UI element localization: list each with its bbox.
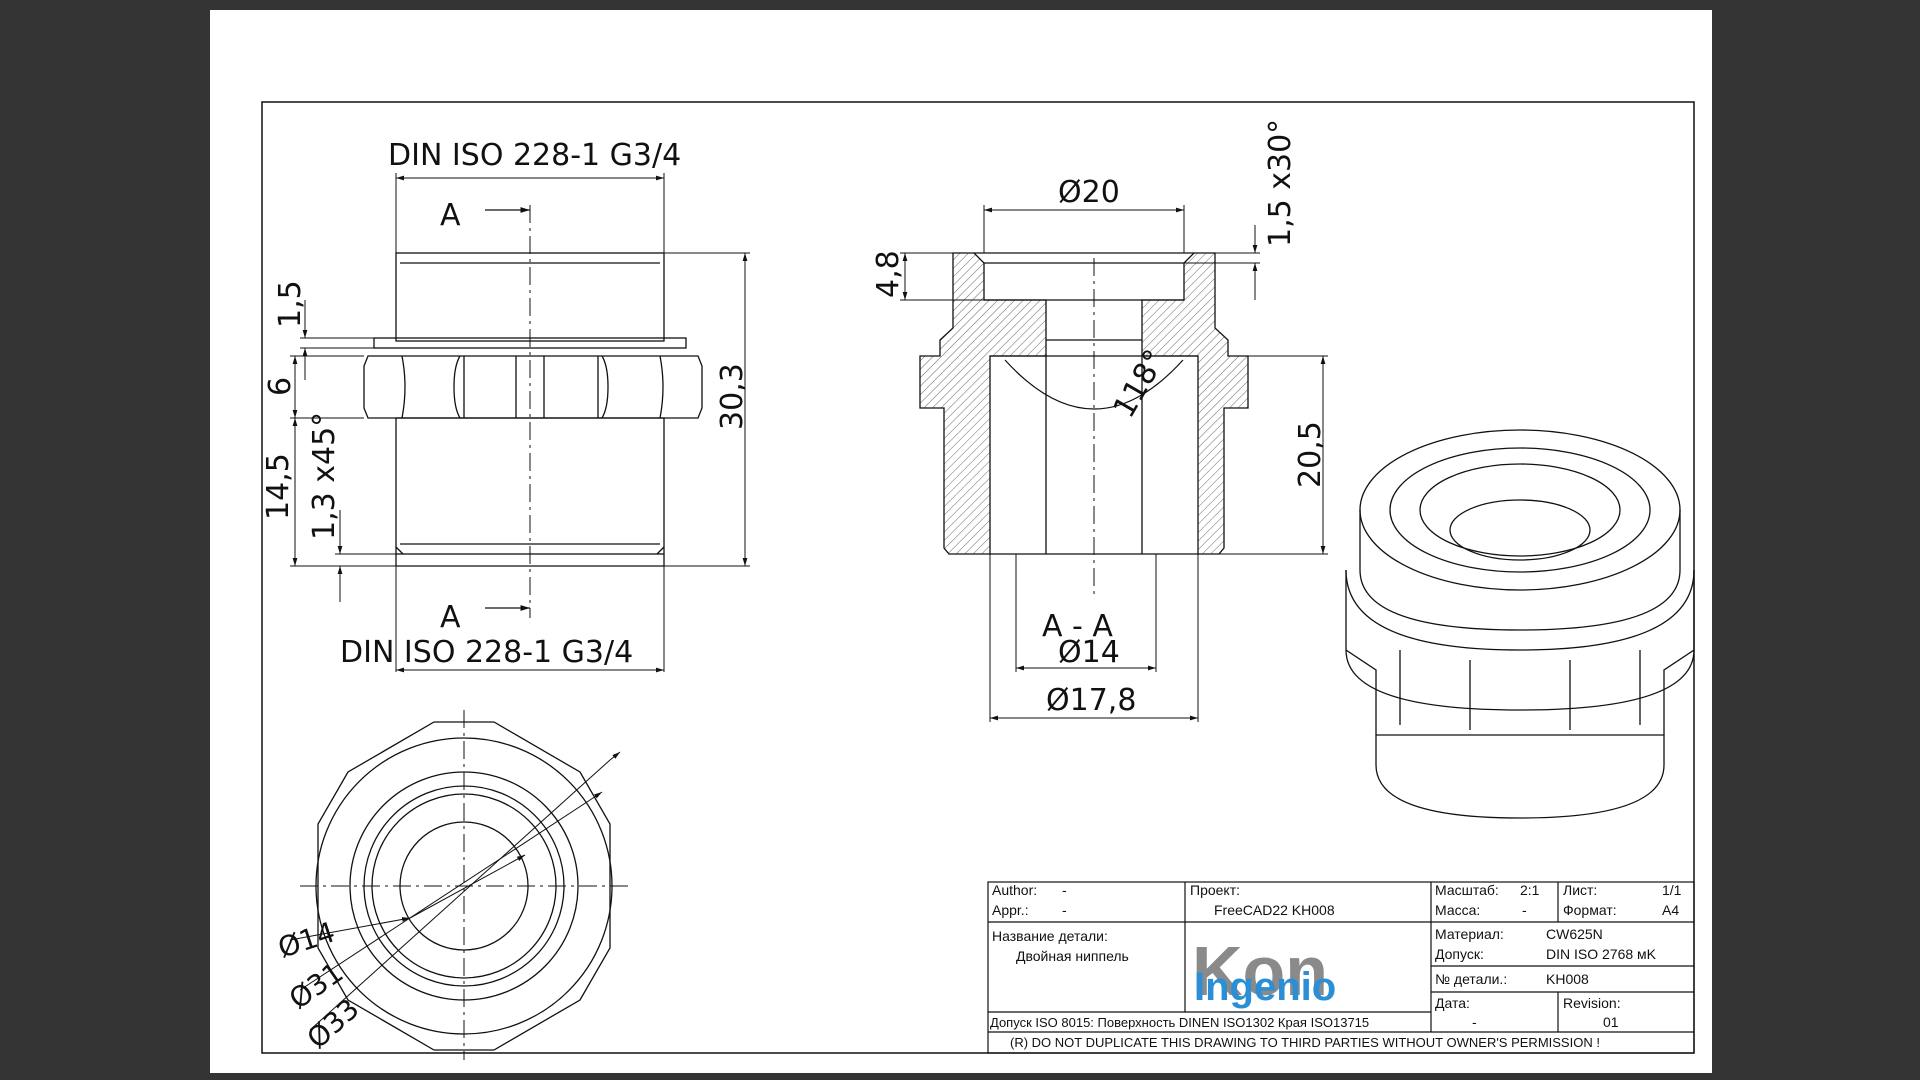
mass-label: Масса: xyxy=(1435,902,1480,918)
dim-dia-17-8: Ø17,8 xyxy=(1046,683,1136,718)
revision-value: 01 xyxy=(1603,1014,1619,1030)
tolerance-note: Допуск ISO 8015: Поверхность DINEN ISO13… xyxy=(990,1015,1369,1030)
dim-1-5: 1,5 xyxy=(273,280,308,328)
revision-label: Revision: xyxy=(1563,995,1621,1011)
section-arrows xyxy=(485,207,530,611)
sheet-value: 1/1 xyxy=(1662,882,1682,898)
section-dimensions xyxy=(900,205,1328,722)
thread-label-bottom: DIN ISO 228-1 G3/4 xyxy=(340,635,633,670)
drawing-sheet: DIN ISO 228-1 G3/4 A A DIN ISO 228-1 G3/… xyxy=(210,10,1712,1073)
technical-drawing: DIN ISO 228-1 G3/4 A A DIN ISO 228-1 G3/… xyxy=(261,101,1695,1060)
format-value: A4 xyxy=(1662,902,1679,918)
dim-14-5: 14,5 xyxy=(261,453,296,520)
top-view-leaders xyxy=(289,710,630,1060)
dim-6: 6 xyxy=(263,377,298,396)
front-dimensions xyxy=(290,173,750,673)
dim-dia-14: Ø14 xyxy=(1058,635,1120,670)
logo-ingenio: Ingenio xyxy=(1194,965,1336,1009)
scale-label: Масштаб: xyxy=(1435,882,1499,898)
company-logo: Kon Ingenio xyxy=(1192,932,1336,1010)
section-label: A - A xyxy=(1042,609,1113,644)
tolerance-value: DIN ISO 2768 мK xyxy=(1546,946,1657,962)
scale-value: 2:1 xyxy=(1520,882,1540,898)
project-value: FreeCAD22 KH008 xyxy=(1214,902,1335,918)
part-no-label: № детали.: xyxy=(1435,971,1507,987)
dim-chamfer-top: 1,5 x30° xyxy=(1263,119,1298,247)
section-mark-top: A xyxy=(440,198,461,233)
date-value: - xyxy=(1472,1014,1477,1030)
part-name-label: Название детали: xyxy=(992,928,1108,944)
dim-20-5: 20,5 xyxy=(1293,421,1328,488)
sheet-label: Лист: xyxy=(1563,882,1597,898)
part-no-value: KH008 xyxy=(1546,971,1589,987)
copyright-note: (R) DO NOT DUPLICATE THIS DRAWING TO THI… xyxy=(1010,1035,1600,1050)
dim-dia-20: Ø20 xyxy=(1058,175,1120,210)
tolerance-label: Допуск: xyxy=(1435,946,1484,962)
project-label: Проект: xyxy=(1190,882,1240,898)
thread-label-top: DIN ISO 228-1 G3/4 xyxy=(388,138,681,173)
dim-chamfer: 1,3 x45° xyxy=(307,412,342,540)
section-view xyxy=(919,252,1249,555)
title-block xyxy=(987,881,1695,1054)
section-mark-bottom: A xyxy=(440,600,461,635)
front-view xyxy=(363,252,703,567)
date-label: Дата: xyxy=(1435,995,1470,1011)
format-label: Формат: xyxy=(1563,902,1617,918)
dim-30-3: 30,3 xyxy=(715,363,750,430)
author-label: Author: xyxy=(992,882,1037,898)
material-label: Материал: xyxy=(1435,926,1504,942)
mass-value: - xyxy=(1522,902,1527,918)
isometric-view xyxy=(1345,429,1695,819)
logo-kon: Kon xyxy=(1192,932,1328,1010)
appr-value: - xyxy=(1062,902,1067,918)
dim-4-8: 4,8 xyxy=(871,250,906,298)
material-value: CW625N xyxy=(1546,926,1603,942)
appr-label: Appr.: xyxy=(992,902,1029,918)
author-value: - xyxy=(1062,882,1067,898)
part-name-value: Двойная ниппель xyxy=(1016,948,1129,964)
